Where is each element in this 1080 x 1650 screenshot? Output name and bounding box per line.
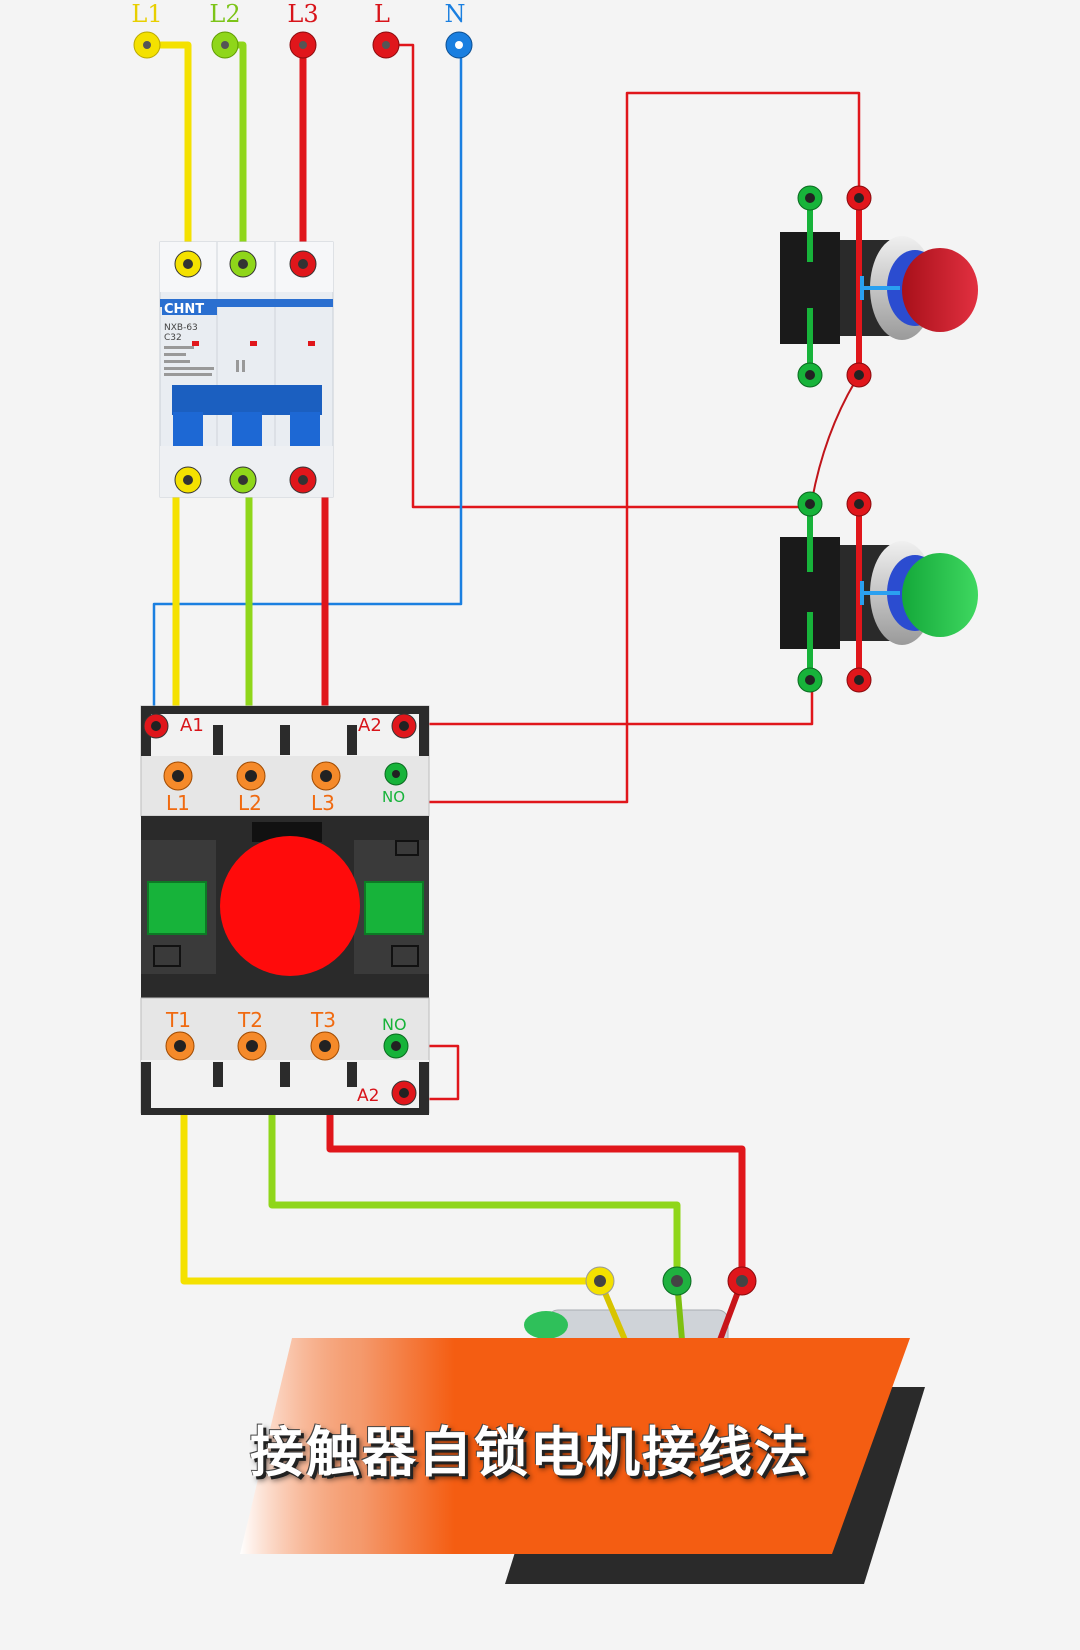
contactor-label-t1: T1: [165, 1008, 191, 1032]
contactor-label-no-bottom: NO: [382, 1015, 407, 1034]
circuit-breaker: CHNT NXB-63 C32: [159, 241, 334, 498]
supply-label-n: N: [445, 0, 466, 28]
breaker-model: NXB-63: [164, 323, 198, 333]
contactor-label-l3: L3: [311, 791, 335, 815]
contactor-label-t3: T3: [310, 1008, 336, 1032]
wire-stop-to-start: [811, 374, 860, 501]
contactor-label-l2: L2: [238, 791, 262, 815]
supply-labels: L1 L2 L3 L N: [131, 0, 465, 28]
stop-push-button[interactable]: [780, 185, 978, 388]
contactor-left-indicator: [147, 881, 207, 935]
contactor-label-a2-top: A2: [358, 715, 382, 736]
contactor-label-t2: T2: [237, 1008, 263, 1032]
contactor-armature-indicator: [220, 836, 360, 976]
contactor-label-a1: A1: [180, 715, 204, 736]
supply-label-l: L: [374, 0, 390, 28]
start-push-button[interactable]: [780, 491, 978, 693]
contactor-right-indicator: [364, 881, 424, 935]
supply-label-l2: L2: [209, 0, 240, 28]
wire-l2-supply: [225, 41, 247, 262]
supply-label-l1: L1: [131, 0, 162, 28]
supply-label-l3: L3: [287, 0, 318, 28]
contactor-label-no-top: NO: [382, 788, 405, 806]
contactor-label-a2-bottom: A2: [357, 1086, 379, 1106]
wire-l1-supply: [147, 41, 192, 262]
ac-contactor: A1 A2 L1 L2 L3 NO T1 T2 T3 NO A2: [140, 705, 430, 1115]
wire-start-to-a2: [404, 680, 814, 726]
supply-terminals: [133, 31, 473, 59]
banner-title: 接触器自锁电机接线法: [250, 1421, 810, 1484]
start-button-cap[interactable]: [902, 553, 978, 637]
breaker-fine-print: [164, 346, 245, 376]
wire-l-control: [386, 43, 812, 509]
wire-self-lock: [404, 91, 861, 804]
stop-button-cap[interactable]: [902, 248, 978, 332]
breaker-rating: C32: [164, 333, 182, 343]
breaker-brand: CHNT: [164, 302, 204, 317]
contactor-label-l1: L1: [166, 791, 190, 815]
title-banner: [240, 1338, 925, 1584]
